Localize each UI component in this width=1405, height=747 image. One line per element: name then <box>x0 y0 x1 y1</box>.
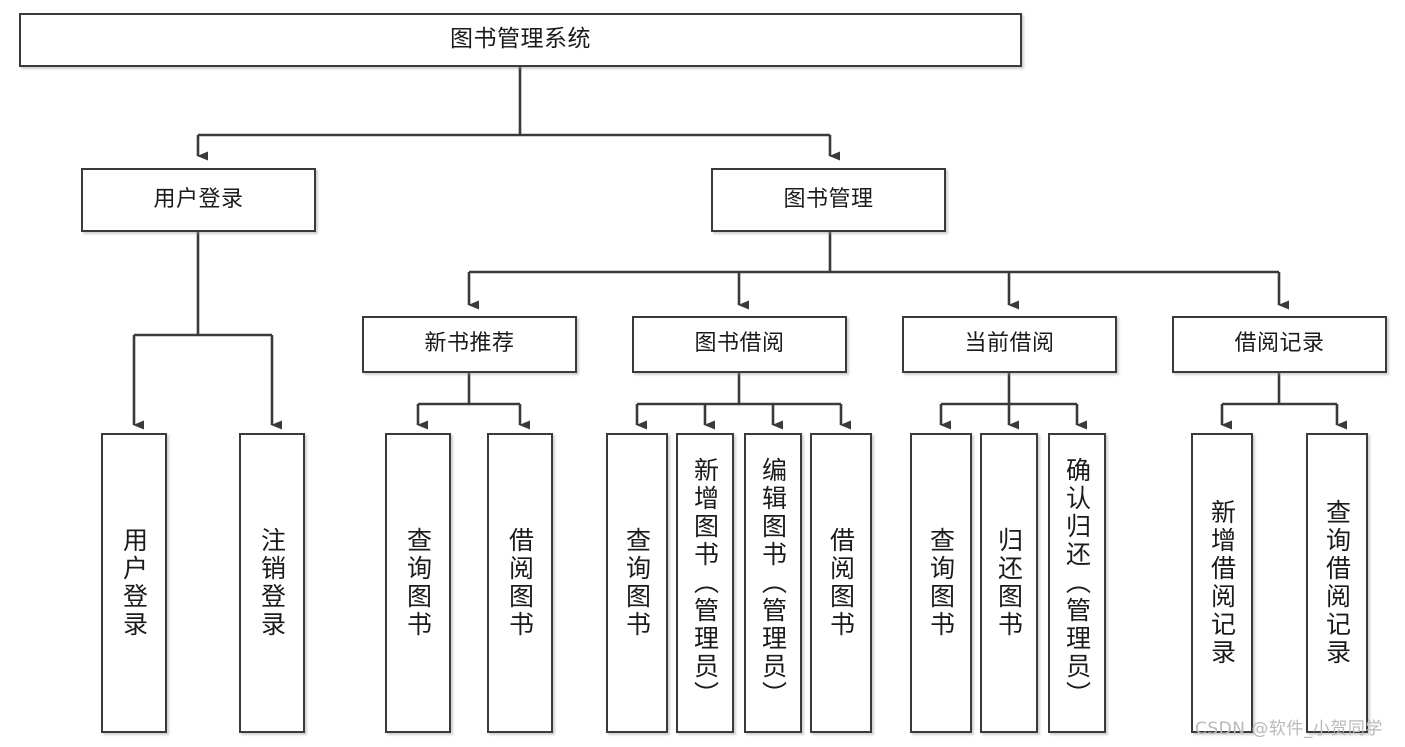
node-current-borrow[interactable]: 当前借阅 <box>902 316 1117 373</box>
node-label: 借阅记录 <box>1234 331 1325 357</box>
node-leaf-return-book[interactable]: 归还图书 <box>980 433 1038 733</box>
node-leaf-query-borrow-record[interactable]: 查询借阅记录 <box>1306 433 1368 733</box>
node-label: 新书推荐 <box>424 331 515 357</box>
node-borrow-record[interactable]: 借阅记录 <box>1172 316 1387 373</box>
node-label: 归还图书 <box>994 527 1024 639</box>
node-label: 用户登录 <box>153 186 244 212</box>
node-leaf-user-login[interactable]: 用户登录 <box>101 433 167 733</box>
node-label: 用户登录 <box>119 527 149 639</box>
node-book-borrow[interactable]: 图书借阅 <box>632 316 847 373</box>
node-label: 查询图书 <box>926 527 956 639</box>
node-label: 借阅图书 <box>826 527 856 639</box>
node-label: 图书借阅 <box>694 331 785 357</box>
node-leaf-logout[interactable]: 注销登录 <box>239 433 305 733</box>
node-label: 新增图书（管理员） <box>690 457 720 709</box>
node-label: 查询图书 <box>403 527 433 639</box>
node-leaf-add-borrow-record[interactable]: 新增借阅记录 <box>1191 433 1253 733</box>
node-user-login[interactable]: 用户登录 <box>81 168 316 232</box>
node-label: 新增借阅记录 <box>1207 499 1237 667</box>
node-new-book-recommend[interactable]: 新书推荐 <box>362 316 577 373</box>
csdn-watermark: CSDN @软件_小贺同学 <box>1195 719 1383 739</box>
node-root-book-management-system[interactable]: 图书管理系统 <box>19 13 1022 67</box>
node-leaf-edit-book-admin[interactable]: 编辑图书（管理员） <box>744 433 802 733</box>
node-label: 查询借阅记录 <box>1322 499 1352 667</box>
node-label: 图书管理 <box>783 186 874 212</box>
node-label: 当前借阅 <box>964 331 1055 357</box>
node-leaf-add-book-admin[interactable]: 新增图书（管理员） <box>676 433 734 733</box>
node-book-management[interactable]: 图书管理 <box>711 168 946 232</box>
node-label: 查询图书 <box>622 527 652 639</box>
node-leaf-confirm-return-admin[interactable]: 确认归还（管理员） <box>1048 433 1106 733</box>
node-label: 注销登录 <box>257 527 287 639</box>
node-label: 借阅图书 <box>505 527 535 639</box>
node-label: 图书管理系统 <box>450 26 591 53</box>
node-leaf-query-book-newbook[interactable]: 查询图书 <box>385 433 451 733</box>
node-label: 编辑图书（管理员） <box>758 457 788 709</box>
node-label: 确认归还（管理员） <box>1062 457 1092 709</box>
node-leaf-borrow-book[interactable]: 借阅图书 <box>810 433 872 733</box>
node-leaf-query-book-borrow[interactable]: 查询图书 <box>606 433 668 733</box>
node-leaf-borrow-book-newbook[interactable]: 借阅图书 <box>487 433 553 733</box>
node-leaf-query-book-current[interactable]: 查询图书 <box>910 433 972 733</box>
